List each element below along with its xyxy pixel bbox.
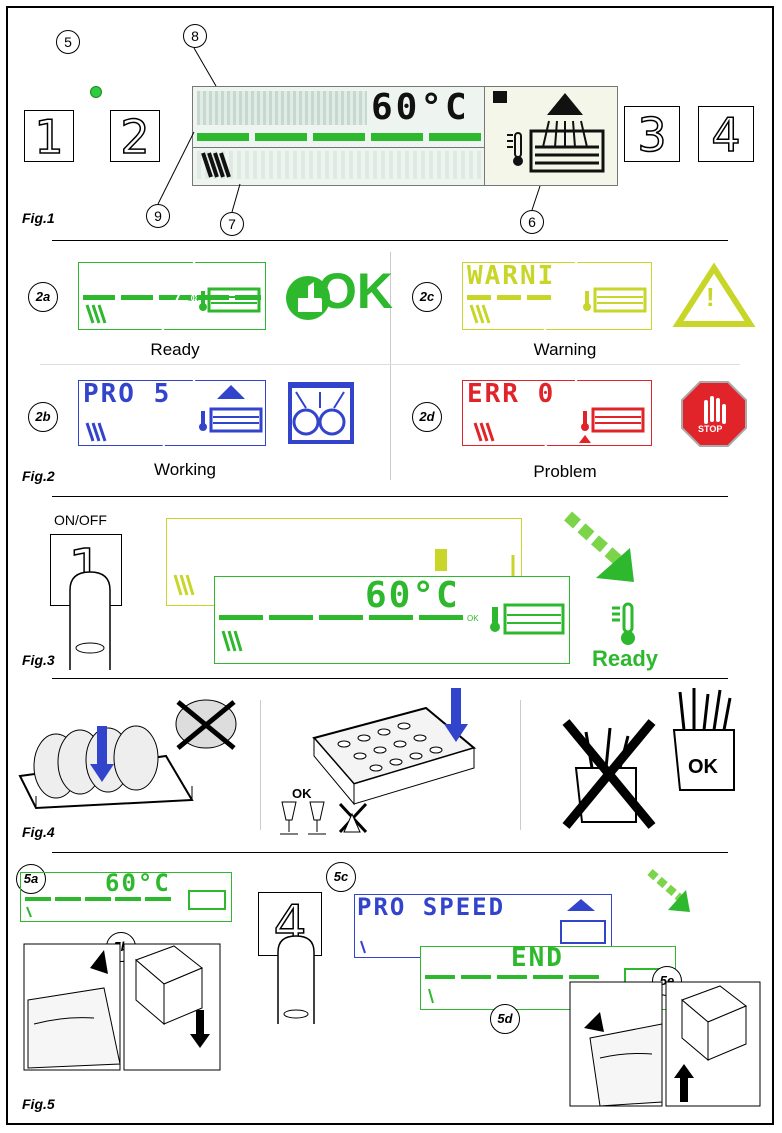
transition-arrow-icon — [564, 511, 634, 582]
fig2-label: Fig.2 — [22, 468, 55, 484]
divider — [52, 852, 728, 853]
callout-9: 9 — [146, 204, 170, 228]
ok-thumb-icon — [286, 276, 330, 320]
fig3-temp: 60°C — [365, 575, 460, 616]
badge-2c: 2c — [412, 282, 442, 312]
svg-text:OK: OK — [467, 614, 479, 623]
glasses-orientation-icon — [280, 801, 368, 835]
page-frame — [6, 6, 774, 1125]
display-ready-60: 60°C OK — [214, 575, 570, 664]
display-ready: OK — [78, 262, 266, 330]
main-display: 60°C — [192, 86, 490, 186]
glasses-ok-label: OK — [292, 786, 312, 801]
badge-5a: 5a — [16, 864, 46, 894]
warning-triangle-icon — [672, 262, 756, 327]
progress-bar — [197, 133, 485, 141]
glass-rack-illustration — [312, 688, 477, 806]
badge-2b: 2b — [28, 402, 58, 432]
callout-6: 6 — [520, 210, 544, 234]
badge-5c: 5c — [326, 862, 356, 892]
working-text: PRO 5 — [83, 379, 172, 409]
badge-5d: 5d — [490, 1004, 520, 1034]
onoff-label: ON/OFF — [54, 512, 107, 528]
display-working: PRO 5 — [78, 379, 266, 446]
power-led — [90, 86, 102, 98]
door-close-illustration — [569, 981, 761, 1107]
cutlery-wrong-icon — [562, 719, 656, 829]
display-problem: ERR 0 — [462, 379, 652, 446]
fig5-end: END — [511, 943, 564, 973]
fig5-prog: PRO SPEED — [357, 893, 506, 921]
status-panel — [484, 86, 618, 186]
key-2[interactable]: 2 — [110, 110, 160, 164]
divider — [52, 240, 728, 241]
segment-area — [197, 91, 367, 125]
ok-logo-text: OK — [318, 263, 393, 319]
key-4[interactable]: 4 — [698, 106, 754, 163]
stop-sign-text: STOP — [698, 424, 723, 434]
display-5a: 60°C — [20, 869, 232, 922]
finger-icon — [277, 935, 315, 1024]
washing-dishes-icon — [288, 382, 354, 444]
key-3[interactable]: 3 — [624, 106, 680, 163]
divider — [52, 496, 728, 497]
cutlery-correct-icon — [672, 688, 735, 791]
divider — [52, 678, 728, 679]
callout-7: 7 — [220, 212, 244, 236]
door-open-illustration — [23, 943, 221, 1071]
wash-tank-icon — [493, 91, 605, 173]
stop-hand-icon — [681, 381, 747, 447]
callout-leaders — [157, 47, 541, 213]
cutlery-ok-label: OK — [688, 756, 718, 778]
badge-2a: 2a — [28, 282, 58, 312]
ready-label: Ready — [592, 646, 659, 671]
fig1-label: Fig.1 — [22, 210, 55, 226]
finger-icon — [69, 571, 111, 670]
error-text: ERR 0 — [467, 379, 556, 409]
state-problem: Problem — [533, 462, 597, 481]
plate-rack-illustration — [18, 699, 237, 810]
transition-arrow-icon — [647, 868, 690, 912]
state-ready: Ready — [150, 340, 200, 359]
callout-5: 5 — [56, 30, 80, 54]
display-temperature: 60°C — [371, 87, 470, 128]
display-warning: WARNI — [462, 261, 652, 330]
state-warning: Warning — [533, 340, 597, 359]
svg-text:OK: OK — [187, 294, 199, 303]
fig4-label: Fig.4 — [22, 824, 55, 840]
fig3-label: Fig.3 — [22, 652, 55, 668]
dish-rack-icon — [201, 152, 231, 178]
badge-2d: 2d — [412, 402, 442, 432]
callout-8: 8 — [183, 24, 207, 48]
fig5-label: Fig.5 — [22, 1096, 55, 1112]
thermometer-icon — [612, 602, 635, 645]
warning-mark: ! — [706, 282, 715, 312]
state-working: Working — [153, 460, 217, 479]
warning-text: WARNI — [467, 261, 556, 291]
fig5-temp: 60°C — [105, 869, 171, 897]
key-1[interactable]: 1 — [24, 110, 74, 164]
